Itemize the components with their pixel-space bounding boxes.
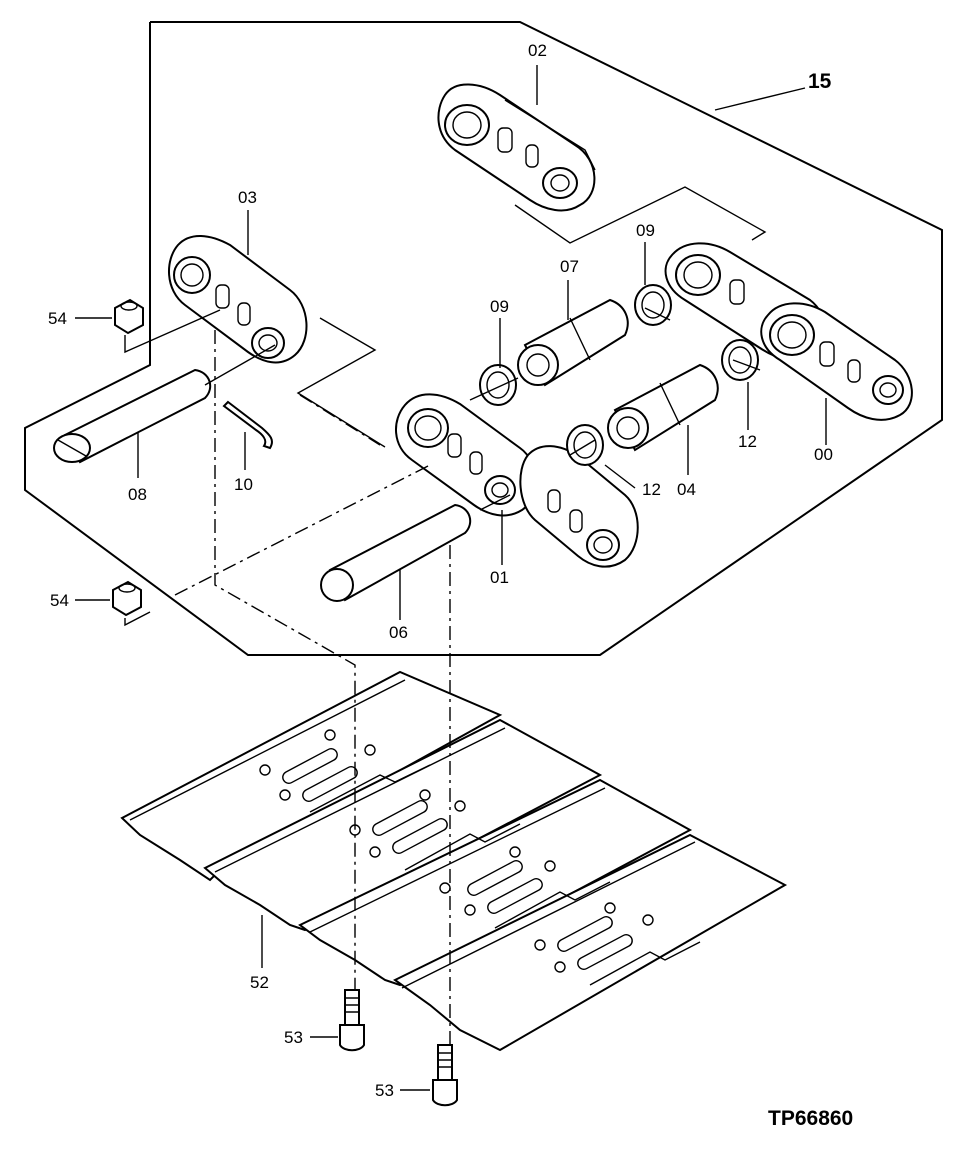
label-03: 03 xyxy=(238,188,257,207)
label-08: 08 xyxy=(128,485,147,504)
label-06: 06 xyxy=(389,623,408,642)
label-15: 15 xyxy=(808,70,832,93)
drawing-code: TP66860 xyxy=(768,1107,853,1130)
bushing-04 xyxy=(607,363,719,452)
label-10: 10 xyxy=(234,475,253,494)
seal-09-left xyxy=(479,364,517,406)
label-02: 02 xyxy=(528,41,547,60)
label-12-right: 12 xyxy=(738,432,757,451)
seal-12-right xyxy=(721,339,759,381)
label-07: 07 xyxy=(560,257,579,276)
nut-54-lower xyxy=(112,580,142,617)
nut-54-upper xyxy=(114,298,144,335)
pin-06 xyxy=(320,503,472,602)
sub-outline-lines xyxy=(124,186,767,627)
seal-12-left xyxy=(566,424,604,466)
label-54-lower: 54 xyxy=(50,591,69,610)
label-09-right: 09 xyxy=(636,221,655,240)
alignment-lines xyxy=(174,330,451,1045)
label-52: 52 xyxy=(250,973,269,992)
assembly-boundary xyxy=(24,21,943,656)
label-04: 04 xyxy=(677,480,696,499)
link-01 xyxy=(394,393,639,568)
label-54-upper: 54 xyxy=(48,309,67,328)
pin-08 xyxy=(53,368,212,464)
bolt-53-left xyxy=(339,989,365,1052)
bushing-07 xyxy=(517,298,629,387)
label-09-left: 09 xyxy=(490,297,509,316)
label-53-right: 53 xyxy=(375,1081,394,1100)
link-00 xyxy=(664,242,913,421)
track-shoes-52 xyxy=(120,670,788,1052)
label-12-left: 12 xyxy=(642,480,661,499)
label-00: 00 xyxy=(814,445,833,464)
seal-09-right xyxy=(634,284,672,326)
link-03 xyxy=(167,235,308,364)
label-53-left: 53 xyxy=(284,1028,303,1047)
bolt-53-right xyxy=(432,1044,458,1107)
link-02 xyxy=(437,83,596,212)
leader-lines xyxy=(75,65,827,1091)
label-01: 01 xyxy=(490,568,509,587)
pin-10 xyxy=(222,400,273,450)
